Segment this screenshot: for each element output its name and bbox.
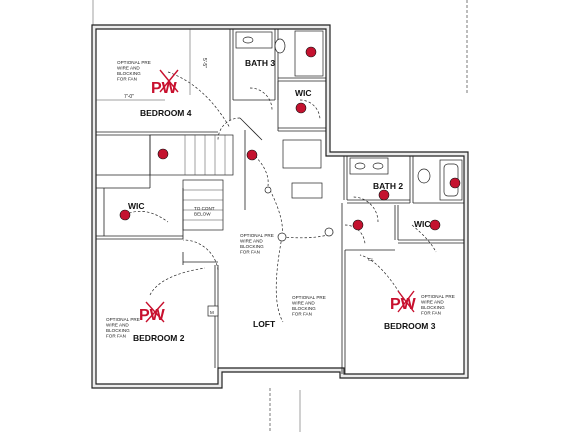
- exterior-walls: [91, 24, 469, 389]
- note-bedroom3-fan: OPTIONAL PRE WIRE AND BLOCKING FOR FAN: [421, 294, 456, 316]
- red-markers: [119, 46, 461, 231]
- fixtures: [235, 30, 463, 201]
- site-lines: [92, 0, 468, 432]
- marker: [246, 149, 258, 161]
- pw-text: PW: [151, 80, 178, 97]
- room-label-bedroom2: BEDROOM 2: [133, 333, 185, 343]
- pw-marker-bedroom2: PW: [139, 301, 166, 324]
- note-bedroom4-fan: OPTIONAL PRE WIRE AND BLOCKING FOR FAN: [117, 60, 152, 82]
- marker: [378, 189, 390, 201]
- pw-text: PW: [139, 307, 166, 324]
- note-loft-fan-right: OPTIONAL PRE WIRE AND BLOCKING FOR FAN: [292, 295, 327, 317]
- room-label-wic-right: WIC: [414, 219, 431, 229]
- marker: [449, 177, 461, 189]
- dimension-text: 7'-0": [124, 94, 134, 100]
- note-stair: TO CONT BELOW: [194, 206, 216, 217]
- pw-marker-bedroom4: PW: [151, 69, 179, 97]
- marker: [352, 219, 364, 231]
- room-label-bath2: BATH 2: [373, 181, 403, 191]
- room-label-wic-left: WIC: [128, 201, 145, 211]
- marker: [295, 102, 307, 114]
- dimension-bedroom4-height: 5'-5": [189, 29, 207, 95]
- marker: [157, 148, 169, 160]
- door-swings: [182, 87, 379, 271]
- note-bedroom2-fan: OPTIONAL PRE WIRE AND BLOCKING FOR FAN: [106, 317, 141, 339]
- marker: [305, 46, 317, 58]
- room-label-bedroom4: BEDROOM 4: [140, 108, 192, 118]
- room-label-bath3: BATH 3: [245, 58, 275, 68]
- marker: [429, 219, 441, 231]
- dimension-bedroom4-width: 7'-0": [96, 94, 165, 101]
- dimension-text: 5'-5": [201, 58, 207, 68]
- room-label-bedroom3: BEDROOM 3: [384, 321, 436, 331]
- note-loft-fan-left: OPTIONAL PRE WIRE AND BLOCKING FOR FAN: [240, 233, 275, 255]
- marker: [119, 209, 131, 221]
- symbol-cl: CL: [368, 257, 374, 262]
- room-label-wic-top: WIC: [295, 88, 312, 98]
- pw-text: PW: [390, 296, 417, 313]
- room-label-loft: LOFT: [253, 319, 276, 329]
- interior-walls: [96, 29, 464, 374]
- symbol-m: M: [210, 310, 214, 315]
- pw-marker-bedroom3: PW: [390, 290, 417, 313]
